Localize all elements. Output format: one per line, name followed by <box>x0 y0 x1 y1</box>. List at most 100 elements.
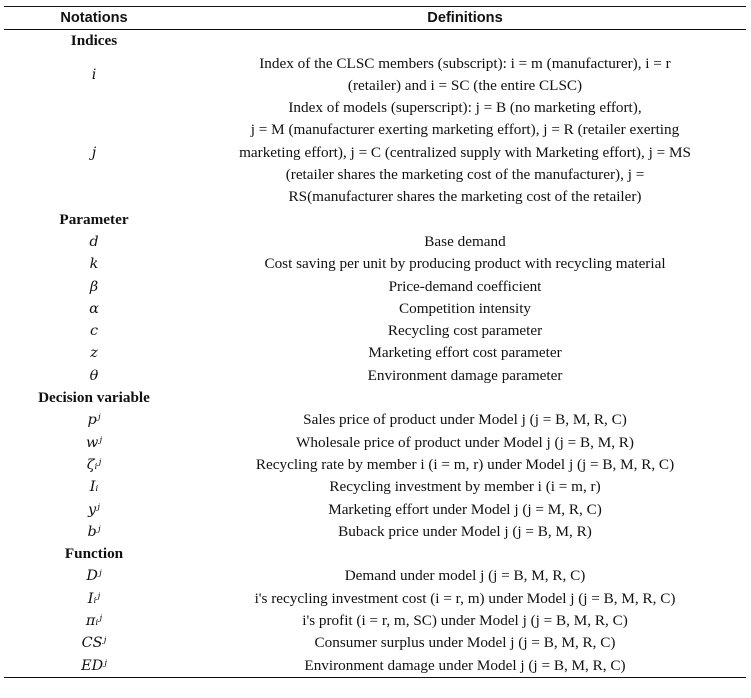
symbol-text: i <box>91 66 97 83</box>
symbol-text: pʲ <box>87 412 101 429</box>
notation-symbol: j <box>4 97 184 208</box>
notation-symbol: bʲ <box>4 521 184 543</box>
table-row: Iᵢʲ i's recycling investment cost (i = r,… <box>4 588 746 610</box>
symbol-text: wʲ <box>85 434 103 451</box>
definition-line: Wholesale price of product under Model j… <box>296 433 634 451</box>
table-body: Indices i Index of the CLSC members (subsc… <box>4 30 746 678</box>
symbol-text: d <box>89 233 99 250</box>
notation-symbol: d <box>4 231 184 253</box>
symbol-text: bʲ <box>87 523 101 540</box>
definition-line: Price-demand coefficient <box>388 277 542 295</box>
notation-symbol: c <box>4 320 184 342</box>
symbol-text: πᵢʲ <box>85 613 103 630</box>
notation-definition: Base demand <box>184 231 746 253</box>
notation-definition: Cost saving per unit by producing produc… <box>184 253 746 275</box>
notation-symbol: z <box>4 342 184 364</box>
definition-line: Index of the CLSC members (subscript): i… <box>259 54 671 72</box>
table-row: d Base demand <box>4 231 746 253</box>
definition-line: Base demand <box>424 232 506 250</box>
notation-symbol: EDʲ <box>4 654 184 678</box>
notation-symbol: yʲ <box>4 499 184 521</box>
table-row: CSʲ Consumer surplus under Model j (j = B… <box>4 632 746 654</box>
table-header: Notations Definitions <box>4 5 746 31</box>
symbol-text: ζᵢʲ <box>86 456 102 473</box>
notation-symbol: CSʲ <box>4 632 184 654</box>
definition-line: Competition intensity <box>398 299 532 317</box>
table-row: Dʲ Demand under model j (j = B, M, R, C) <box>4 565 746 587</box>
notation-symbol: πᵢʲ <box>4 610 184 632</box>
definition-line: RS(manufacturer shares the marketing cos… <box>288 188 642 206</box>
notation-table: Notations Definitions Indices i Index of t… <box>4 5 746 678</box>
notation-definition: Buback price under Model j (j = B, M, R) <box>184 521 746 543</box>
notation-definition: Marketing effort cost parameter <box>184 342 746 364</box>
section-title: Function <box>64 545 124 563</box>
notation-definition: Environment damage parameter <box>184 365 746 387</box>
section-title: Parameter <box>59 210 129 228</box>
table-row: bʲ Buback price under Model j (j = B, M, … <box>4 521 746 543</box>
notation-symbol: β <box>4 276 184 298</box>
symbol-text: β <box>89 278 99 295</box>
notation-symbol: pʲ <box>4 409 184 431</box>
symbol-text: c <box>89 323 99 340</box>
table-row: θ Environment damage parameter <box>4 365 746 387</box>
notation-symbol: k <box>4 253 184 275</box>
notation-symbol: θ <box>4 365 184 387</box>
notation-definition: i's profit (i = r, m, SC) under Model j … <box>184 610 746 632</box>
section-spacer <box>184 30 746 53</box>
section-row: Indices <box>4 30 746 53</box>
table-row: pʲ Sales price of product under Model j (… <box>4 409 746 431</box>
symbol-text: θ <box>89 367 99 384</box>
definition-line: j = M (manufacturer exerting marketing e… <box>250 121 680 139</box>
symbol-text: Iᵢʲ <box>87 590 101 607</box>
symbol-text: EDʲ <box>81 657 107 674</box>
table-row: EDʲ Environment damage under Model j (j =… <box>4 654 746 678</box>
notation-symbol: Iᵢ <box>4 476 184 498</box>
symbol-text: Dʲ <box>86 568 102 585</box>
notation-definition: Index of the CLSC members (subscript): i… <box>184 53 746 98</box>
notation-symbol: wʲ <box>4 432 184 454</box>
table-row: α Competition intensity <box>4 298 746 320</box>
definition-line: Environment damage parameter <box>367 366 563 384</box>
definition-line: Index of models (superscript): j = B (no… <box>288 99 642 117</box>
notation-definition: Demand under model j (j = B, M, R, C) <box>184 565 746 587</box>
section-title: Indices <box>70 32 118 50</box>
definition-line: (retailer) and i = SC (the entire CLSC) <box>347 76 583 94</box>
table-row: πᵢʲ i's profit (i = r, m, SC) under Model… <box>4 610 746 632</box>
header-definitions: Definitions <box>184 5 746 31</box>
notation-definition: Marketing effort under Model j (j = M, R… <box>184 499 746 521</box>
definition-line: Environment damage under Model j (j = B,… <box>304 656 626 674</box>
table-row: yʲ Marketing effort under Model j (j = M,… <box>4 499 746 521</box>
symbol-text: k <box>89 256 99 273</box>
table-row: wʲ Wholesale price of product under Model… <box>4 432 746 454</box>
definition-line: Recycling cost parameter <box>387 322 543 340</box>
notation-symbol: Dʲ <box>4 565 184 587</box>
symbol-text: j <box>91 144 97 161</box>
table-row: β Price-demand coefficient <box>4 276 746 298</box>
notation-definition: Price-demand coefficient <box>184 276 746 298</box>
table-row: i Index of the CLSC members (subscript): … <box>4 53 746 98</box>
definition-line: i's profit (i = r, m, SC) under Model j … <box>302 612 628 630</box>
header-row: Notations Definitions <box>4 5 746 31</box>
notation-symbol: α <box>4 298 184 320</box>
table-row: c Recycling cost parameter <box>4 320 746 342</box>
symbol-text: yʲ <box>88 501 100 518</box>
table-row: j Index of models (superscript): j = B (n… <box>4 97 746 208</box>
definition-line: Demand under model j (j = B, M, R, C) <box>344 567 586 585</box>
notation-definition: Sales price of product under Model j (j … <box>184 409 746 431</box>
definition-line: marketing effort), j = C (centralized su… <box>239 143 691 161</box>
notation-definition: i's recycling investment cost (i = r, m)… <box>184 588 746 610</box>
section-row: Function <box>4 543 746 565</box>
definition-line: Consumer surplus under Model j (j = B, M… <box>314 634 616 652</box>
section-title: Decision variable <box>38 389 150 407</box>
notation-definition: Environment damage under Model j (j = B,… <box>184 654 746 678</box>
notation-definition: Competition intensity <box>184 298 746 320</box>
symbol-text: CSʲ <box>81 635 107 652</box>
definition-line: (retailer shares the marketing cost of t… <box>285 166 645 184</box>
definition-line: Cost saving per unit by producing produc… <box>264 255 666 273</box>
header-notations: Notations <box>4 5 184 31</box>
definition-line: i's recycling investment cost (i = r, m)… <box>254 589 676 607</box>
